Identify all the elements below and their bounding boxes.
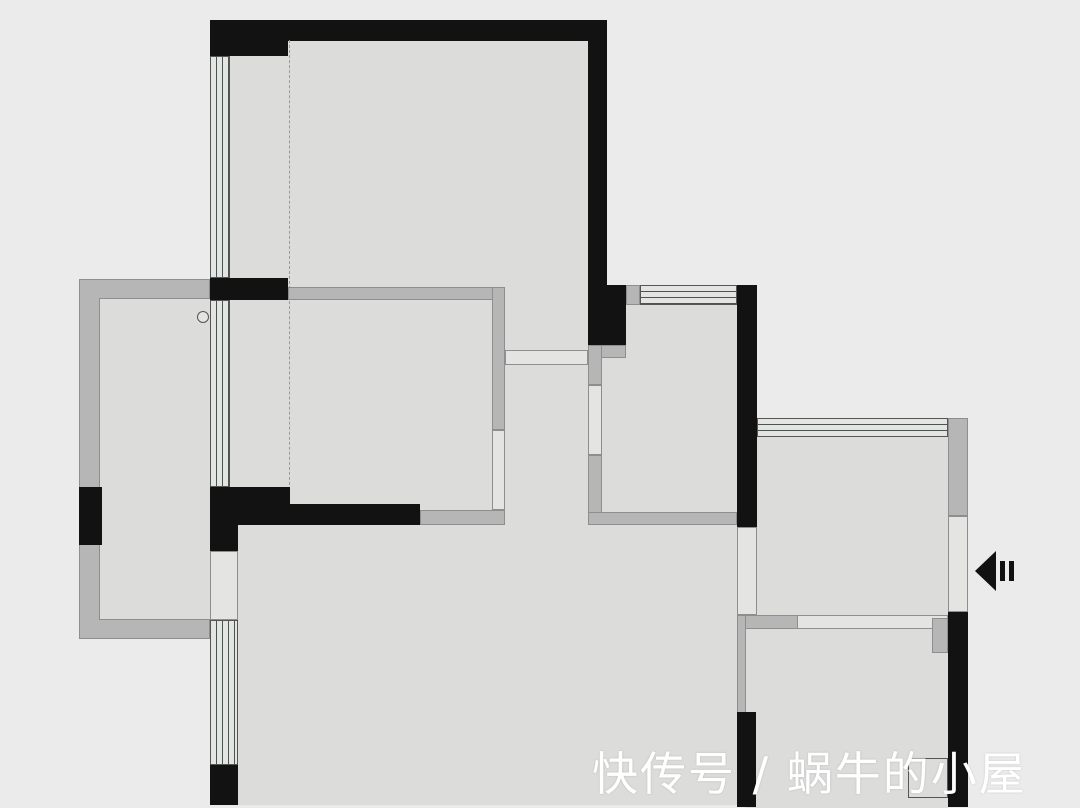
wall-lower-left [737,712,756,807]
bedroom-wall-bottom [420,510,505,525]
arrow-left-entrance-icon [975,551,1014,591]
left-balcony-floor [99,298,211,620]
wall-mid-left [210,278,288,300]
lower-room-column [932,618,948,653]
small-room-wall-bottom [588,512,737,525]
window-small-room [640,285,737,305]
wall-top-right [588,20,607,290]
lower-room-wall-left [737,615,746,715]
wall-column [588,285,626,345]
hallway-opening [505,350,588,365]
right-room-door-opening [737,527,757,615]
wall-top [210,20,607,41]
right-room-wall-right [948,418,968,516]
small-room-wall-left [588,345,602,385]
living-opening-left [210,551,238,620]
wall-corner [210,487,238,551]
entrance-door-opening [948,516,968,612]
window-living-left [210,620,238,765]
bedroom-wall-right [492,287,505,430]
bedroom-door-opening [492,430,505,510]
watermark-text: 快传号 / 蜗牛的小屋 [592,747,1027,801]
window-right-room [757,418,948,437]
dashed-line [289,40,290,505]
bedroom-wall-top [288,287,505,300]
wall-living-bottom-left [210,765,238,805]
window-top-left [210,56,230,278]
wall-right-main [737,285,757,527]
cabinet [908,758,948,798]
wall-top-left-block [210,20,288,56]
balcony-wall-block [79,487,102,545]
small-room-window-post [626,285,640,305]
small-room-door-opening [588,385,602,455]
window-mid-left [210,300,230,487]
pipe-circle-icon [197,311,209,323]
wall-lower-right [948,612,968,807]
lower-room-wall-topleft [737,615,798,629]
right-room-floor [757,437,948,617]
